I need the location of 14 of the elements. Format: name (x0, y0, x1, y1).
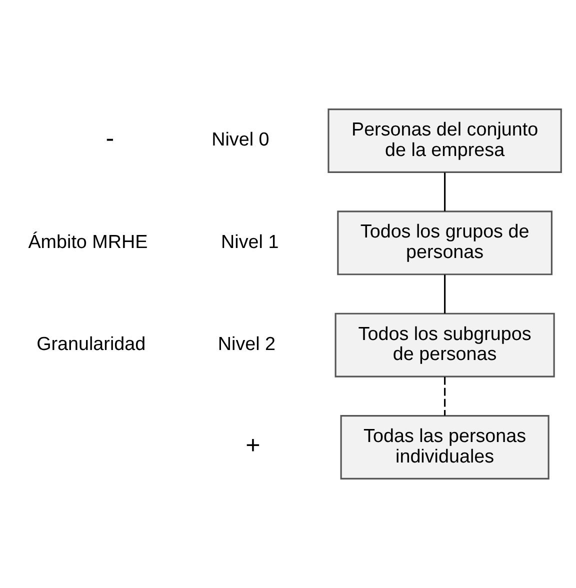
label: Nivel 1 (221, 230, 279, 252)
node-box: Todos los subgrupos de personas (334, 312, 555, 378)
label: Nivel 0 (212, 128, 270, 150)
connector (444, 376, 446, 416)
label: - (106, 124, 114, 153)
label: Nivel 2 (218, 332, 276, 354)
node-box: Todos los grupos de personas (337, 210, 552, 276)
node-box: Personas del conjunto de la empresa (328, 108, 562, 173)
connector (444, 274, 446, 314)
label: Granularidad (36, 332, 146, 354)
label: Ámbito MRHE (28, 230, 148, 252)
connector (444, 172, 446, 212)
label: + (246, 431, 260, 460)
node-box: Todas las personas individuales (340, 415, 550, 480)
